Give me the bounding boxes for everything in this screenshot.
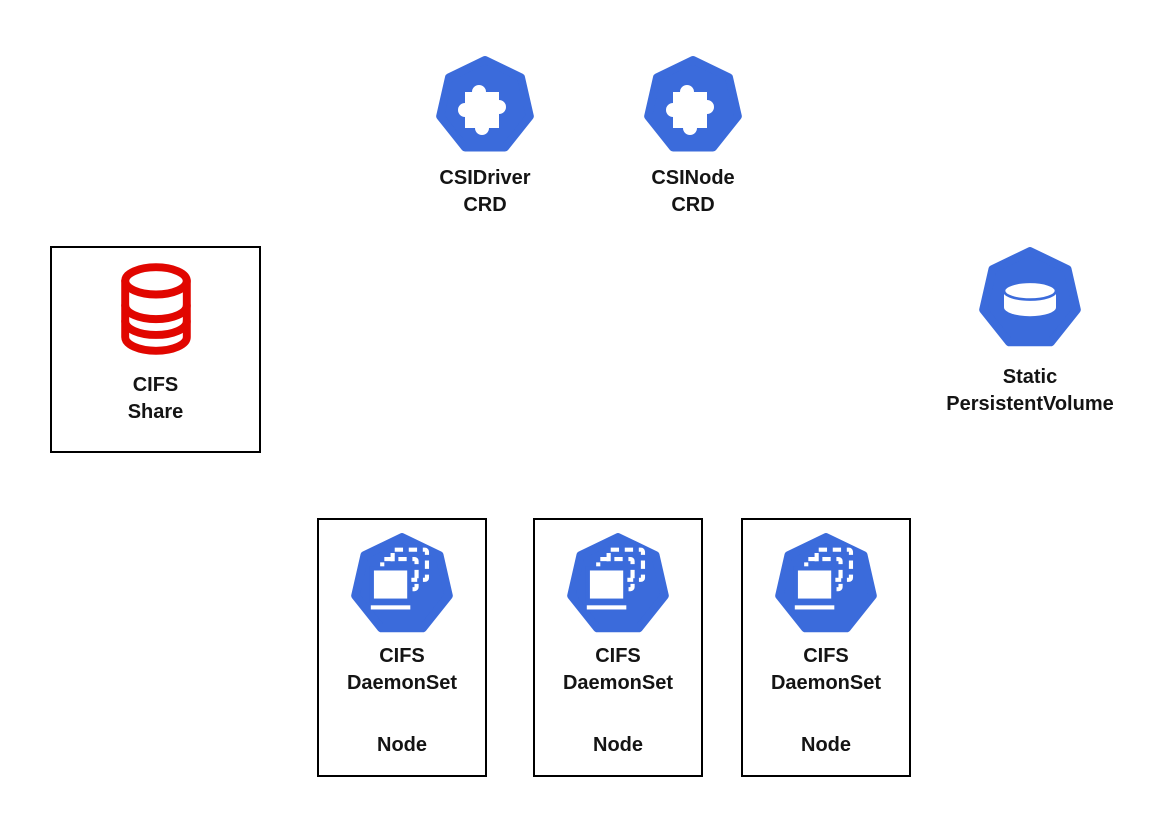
label-line: CRD <box>463 194 507 216</box>
label-line: DaemonSet <box>346 672 458 694</box>
csidriver-crd-node: CSIDriver CRD <box>385 55 585 219</box>
daemonset-label: CIFS DaemonSet <box>563 643 673 697</box>
label-line: Static <box>1002 366 1058 388</box>
node-label: Node <box>377 734 427 756</box>
crd-puzzle-icon <box>435 55 535 155</box>
node-box-2: CIFS DaemonSet Node <box>533 518 703 777</box>
label-line: CRD <box>671 194 715 216</box>
csidriver-crd-label: CSIDriver CRD <box>439 165 530 219</box>
label-line: Share <box>127 401 184 423</box>
label-line: CIFS <box>803 645 849 667</box>
daemonset-icon <box>566 532 670 636</box>
csinode-crd-label: CSINode CRD <box>651 165 734 219</box>
static-persistentvolume-node: Static PersistentVolume <box>910 246 1150 418</box>
csinode-crd-node: CSINode CRD <box>593 55 793 219</box>
daemonset-label: CIFS DaemonSet <box>771 643 881 697</box>
cifs-share-label: CIFS Share <box>128 372 184 426</box>
label-line: CSIDriver <box>439 167 531 189</box>
node-label: Node <box>593 734 643 756</box>
node-box-3: CIFS DaemonSet Node <box>741 518 911 777</box>
label-line: PersistentVolume <box>946 393 1114 415</box>
label-line: CSINode <box>651 167 735 189</box>
cifs-share-box: CIFS Share <box>50 246 261 453</box>
daemonset-icon <box>350 532 454 636</box>
node-box-1: CIFS DaemonSet Node <box>317 518 487 777</box>
label-line: DaemonSet <box>562 672 674 694</box>
label-line: CIFS <box>132 374 179 396</box>
label-line: DaemonSet <box>770 672 882 694</box>
label-line: CIFS <box>595 645 641 667</box>
daemonset-label: CIFS DaemonSet <box>347 643 457 697</box>
node-label: Node <box>801 734 851 756</box>
crd-puzzle-icon <box>643 55 743 155</box>
daemonset-icon <box>774 532 878 636</box>
persistent-volume-icon <box>978 246 1082 350</box>
database-icon <box>112 258 200 360</box>
static-persistentvolume-label: Static PersistentVolume <box>946 364 1113 418</box>
label-line: CIFS <box>379 645 425 667</box>
